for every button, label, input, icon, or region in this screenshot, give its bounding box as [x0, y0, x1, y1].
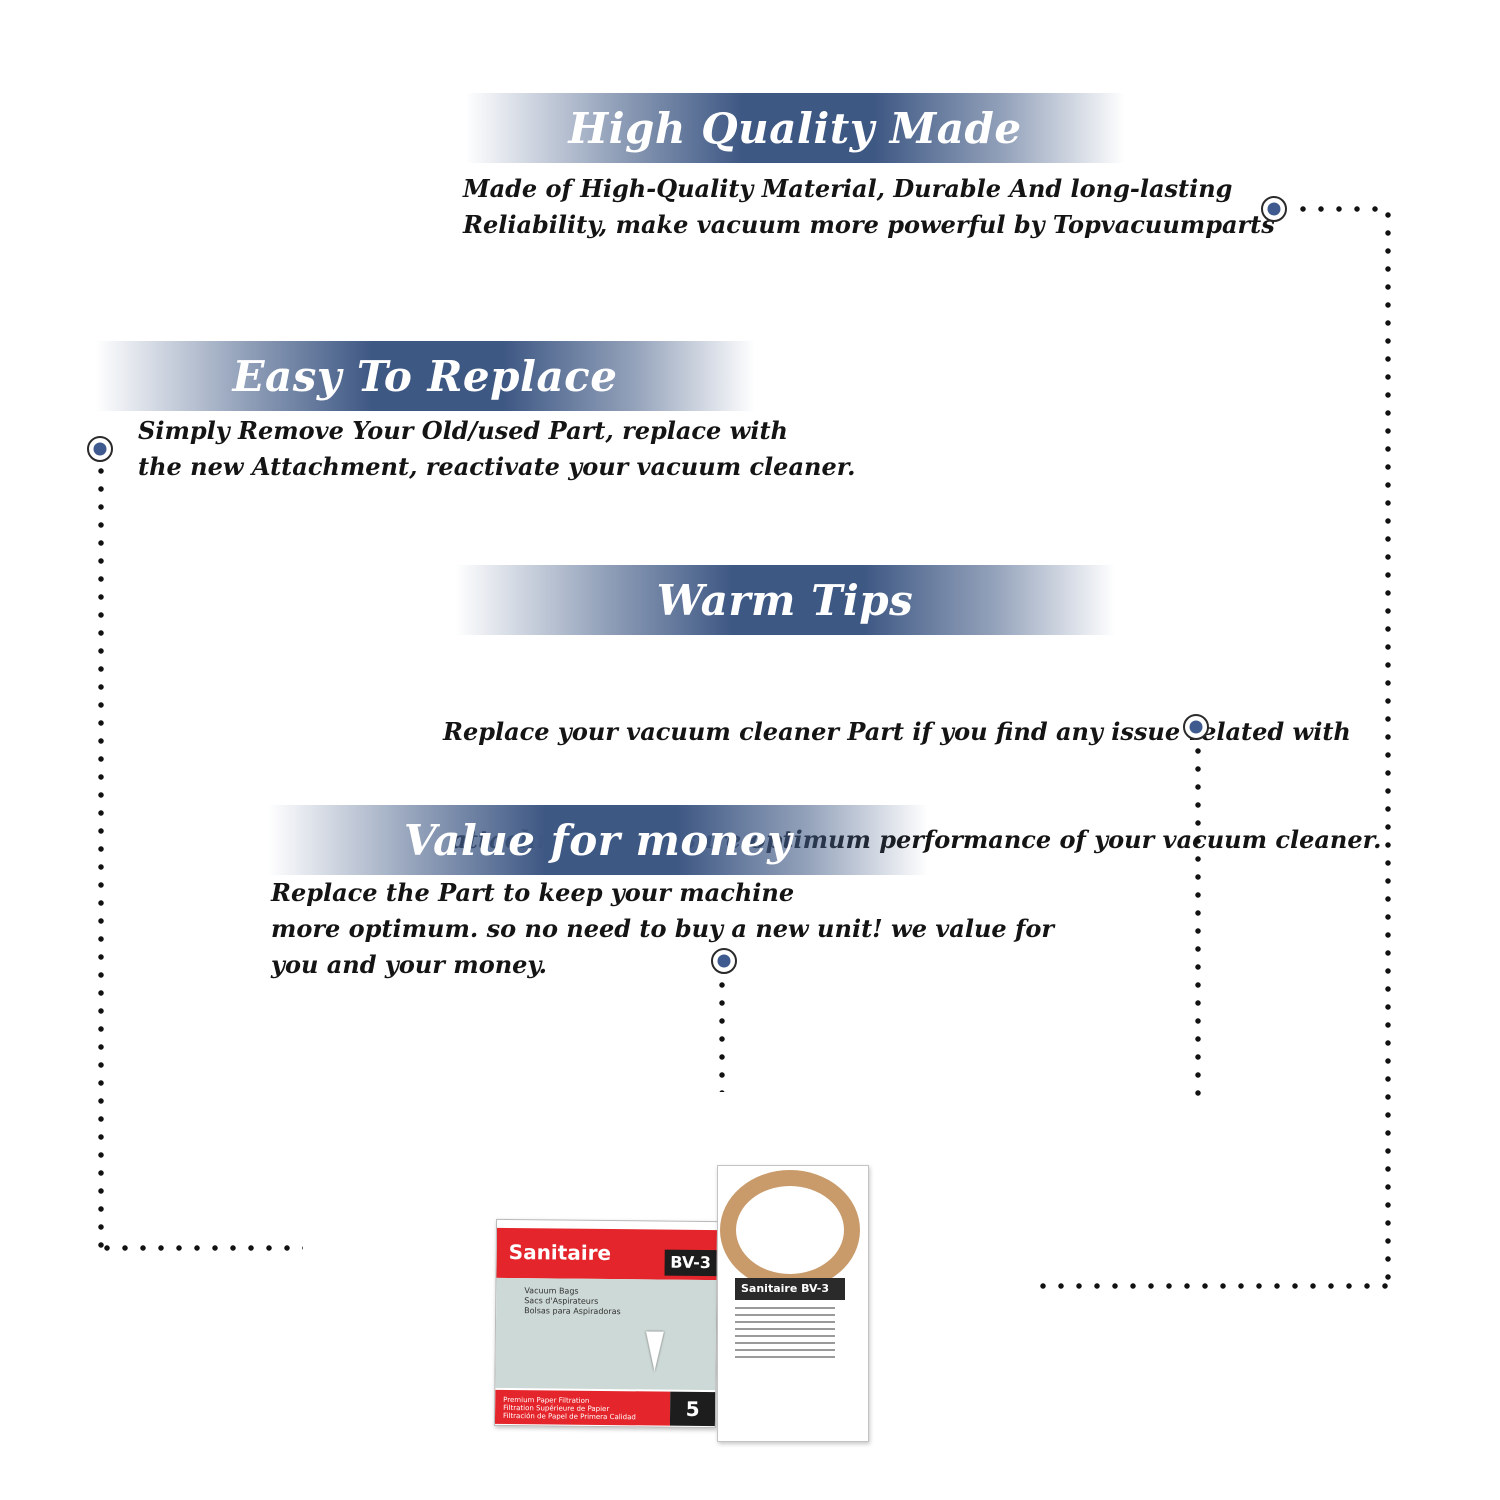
bag-fine-print	[735, 1307, 835, 1363]
banner-title: Easy To Replace	[232, 351, 618, 401]
connector-top-right-horizontal	[1294, 206, 1390, 212]
bullet-target-icon	[1261, 196, 1287, 222]
connector-bottom-left-horizontal	[98, 1245, 303, 1251]
banner-value-money: Value for money	[268, 805, 928, 875]
connector-left-vertical	[98, 462, 104, 1252]
banner-title: Value for money	[403, 815, 793, 865]
description-line: the new Attachment, reactivate your vacu…	[138, 452, 856, 481]
bag-collar-ring	[720, 1170, 860, 1290]
banner-title: High Quality Made	[568, 103, 1022, 153]
description-line: Reliability, make vacuum more powerful b…	[463, 210, 1275, 239]
package-model: BV-3	[664, 1249, 717, 1277]
bag-cone-icon	[645, 1331, 664, 1372]
package-text-line: Bolsas para Aspiradoras	[524, 1306, 621, 1317]
connector-bottom-right-horizontal	[1034, 1283, 1390, 1289]
connector-value-vertical	[719, 976, 725, 1092]
banner-title: Warm Tips	[656, 575, 914, 625]
description-line: Replace your vacuum cleaner Part if you …	[443, 717, 1351, 746]
connector-tips-vertical	[1195, 742, 1201, 1108]
description-line: more optimum. so no need to buy a new un…	[271, 914, 1054, 943]
package-footer-text: Premium Paper Filtration Filtration Supé…	[503, 1396, 636, 1421]
description-line: Simply Remove Your Old/used Part, replac…	[138, 416, 788, 445]
product-image: Sanitaire BV-3 Vacuum Bags Sacs d'Aspira…	[485, 1165, 885, 1455]
description-easy-replace: Simply Remove Your Old/used Part, replac…	[138, 413, 856, 485]
description-high-quality: Made of High-Quality Material, Durable A…	[463, 171, 1275, 243]
package-brand: Sanitaire	[508, 1239, 612, 1266]
package-footer-line: Filtración de Papel de Primera Calidad	[502, 1411, 636, 1422]
connector-right-vertical	[1385, 206, 1391, 1291]
bag-label: Sanitaire BV-3	[735, 1278, 845, 1300]
banner-warm-tips: Warm Tips	[455, 565, 1115, 635]
bullet-target-icon	[87, 436, 113, 462]
bullet-target-icon	[1183, 714, 1209, 740]
description-line: Replace the Part to keep your machine	[271, 878, 795, 907]
banner-high-quality: High Quality Made	[465, 93, 1125, 163]
description-value-money: Replace the Part to keep your machine mo…	[271, 875, 1054, 983]
description-line: you and your money.	[271, 950, 547, 979]
bag-package: Sanitaire BV-3 Vacuum Bags Sacs d'Aspira…	[493, 1218, 719, 1429]
description-line: Made of High-Quality Material, Durable A…	[463, 174, 1233, 203]
bullet-target-icon	[711, 948, 737, 974]
banner-easy-replace: Easy To Replace	[95, 341, 755, 411]
package-count: 5	[669, 1391, 716, 1427]
package-text: Vacuum Bags Sacs d'Aspirateurs Bolsas pa…	[524, 1286, 621, 1317]
